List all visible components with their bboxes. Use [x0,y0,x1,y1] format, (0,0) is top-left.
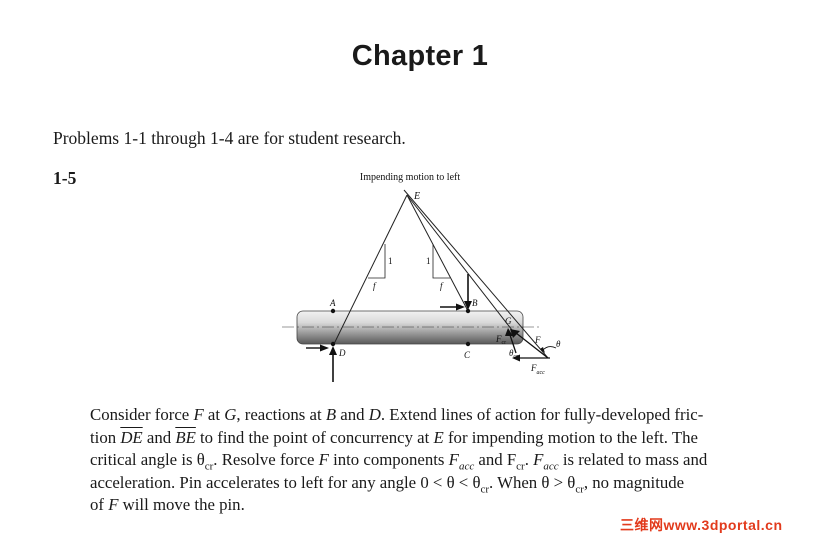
label-g: G [505,316,512,326]
point-c-dot [465,341,471,347]
label-a: A [329,298,336,308]
label-d: D [338,348,346,358]
slope-triangle-left [368,244,386,279]
problem-number: 1-5 [53,168,77,188]
label-f: F [534,335,541,345]
slope-rise-right: 1 [426,256,431,266]
reaction-b-arrow [464,274,472,310]
point-a-dot [330,308,336,314]
reaction-d-arrow [329,346,337,382]
line-of-action-de [332,194,408,347]
point-b-dot [465,308,471,314]
chapter-title: Chapter 1 [351,40,489,72]
problem-solution-text: Consider force F at G, reactions at B an… [90,405,708,515]
slope-run-left: f [373,281,377,291]
label-theta-cr: θcr [509,348,518,360]
force-facc-line [512,354,550,362]
line-g-to-f [403,189,549,359]
label-c: C [464,350,471,360]
friction-d-arrow [306,344,329,352]
point-d-dot [330,341,336,347]
line-of-action-be [406,194,469,312]
friction-b-arrow [440,303,465,311]
line-e-to-g [406,194,513,331]
watermark: 三维网www.3dportal.cn [620,516,824,534]
label-theta: θ [556,339,561,349]
label-facc: Facc [530,363,545,376]
slope-run-right: f [440,281,444,291]
theta-arrowhead [540,347,545,353]
label-b: B [472,298,478,308]
label-fcr: Fcr [495,334,506,346]
pin-cylinder [296,310,524,345]
label-e: E [413,191,420,202]
slope-triangle-right [432,244,450,279]
line-be-label: BE [175,427,196,447]
free-body-diagram: Impending motion to left 1 f 1 f E [282,172,561,382]
force-f-arrow [510,329,549,359]
slope-rise-left: 1 [388,256,393,266]
problem-figure: Impending motion to left 1 f 1 f E [280,168,580,384]
intro-text: Problems 1-1 through 1-4 are for student… [53,128,406,148]
figure-caption: Impending motion to left [360,172,460,183]
force-fcr-arrow [505,328,517,354]
line-de-label: DE [120,427,143,447]
